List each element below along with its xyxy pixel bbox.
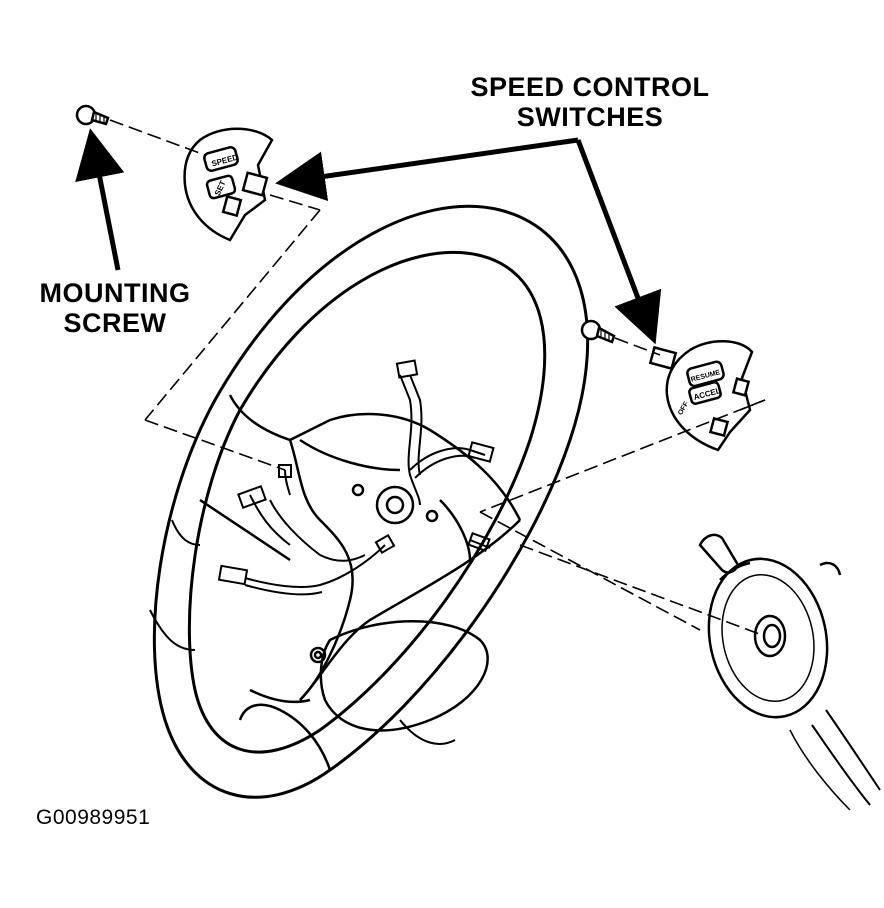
wheel-grip-bottom bbox=[399, 719, 456, 745]
clockspring-assembly bbox=[698, 533, 881, 811]
speed-control-callout: SPEED CONTROL SWITCHES bbox=[440, 72, 740, 132]
figure-id: G00989951 bbox=[36, 806, 151, 829]
mounting-screw-label-line2: SCREW bbox=[63, 308, 167, 338]
speed-control-label-line2: SWITCHES bbox=[516, 102, 664, 132]
wheel-hub bbox=[199, 394, 522, 771]
callout-arrows bbox=[75, 128, 662, 345]
arrow-to-left-switch bbox=[275, 137, 579, 202]
speed-switch-left bbox=[183, 127, 274, 242]
mounting-screw-label-line1: MOUNTING bbox=[39, 278, 191, 308]
speed-control-label-line1: SPEED CONTROL bbox=[470, 72, 710, 102]
mounting-screw-left bbox=[75, 104, 110, 126]
speed-switch-right bbox=[648, 340, 754, 452]
wiring-harness bbox=[217, 359, 495, 596]
mounting-screw-right bbox=[580, 319, 616, 344]
wheel-rim-inner bbox=[187, 250, 547, 754]
alignment-lines bbox=[109, 119, 766, 637]
wheel-grip-lower bbox=[149, 609, 196, 651]
wheel-grip-left bbox=[171, 519, 201, 546]
mounting-screw-callout: MOUNTING SCREW bbox=[10, 278, 220, 338]
wheel-rim-outer bbox=[152, 204, 590, 799]
steering-wheel bbox=[149, 204, 590, 799]
arrow-to-right-switch bbox=[575, 139, 662, 345]
arrow-to-left-screw bbox=[75, 128, 125, 271]
